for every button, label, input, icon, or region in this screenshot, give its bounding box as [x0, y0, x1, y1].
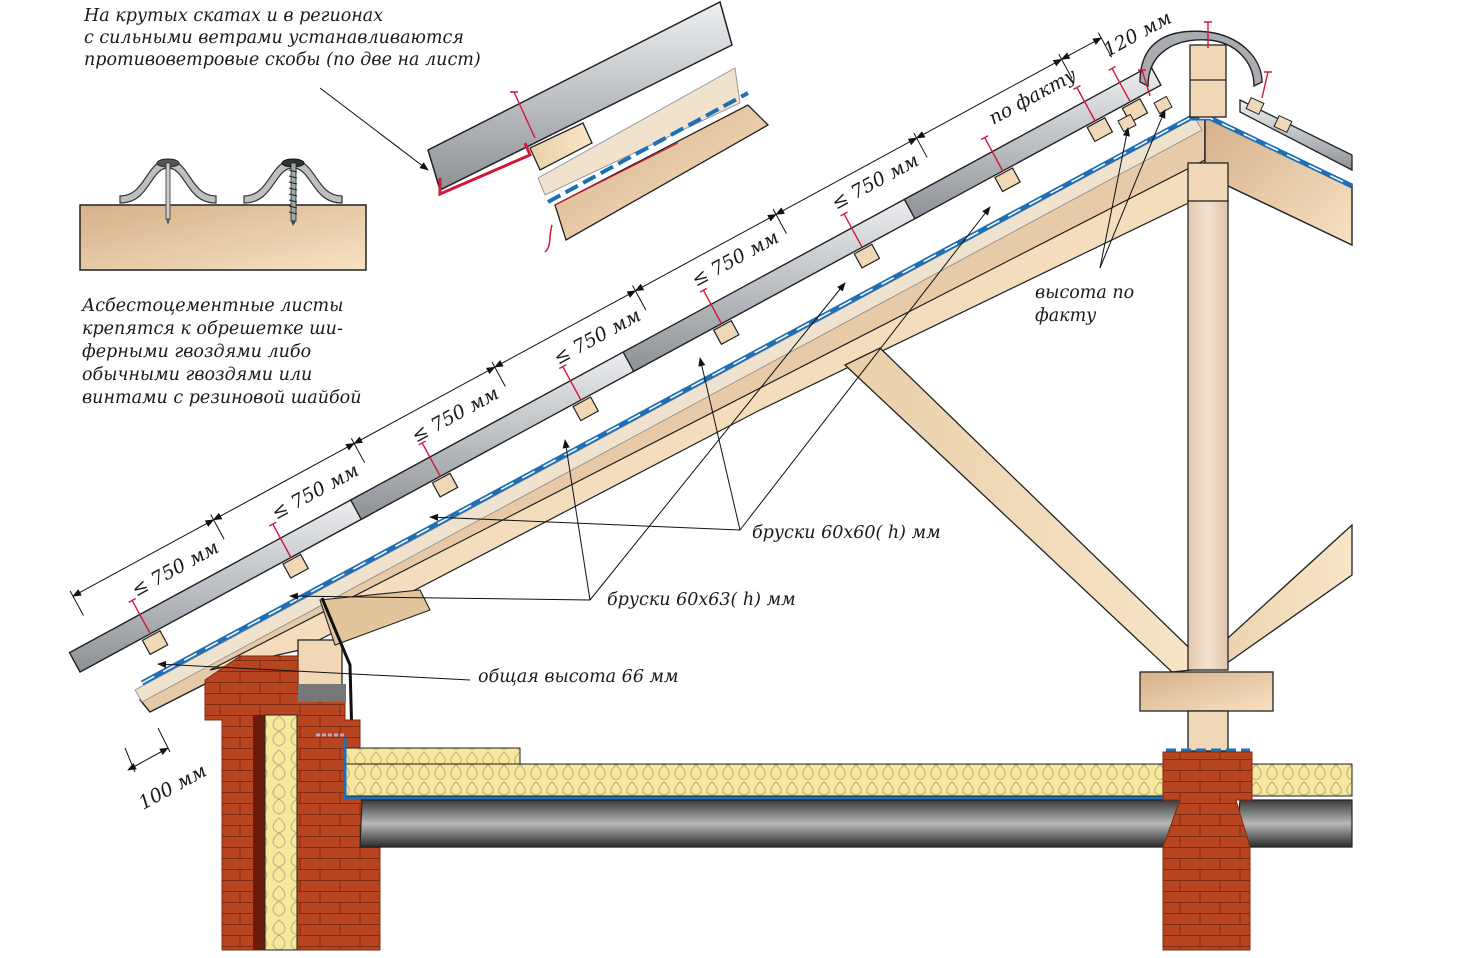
dimension-segment	[494, 290, 637, 368]
nail-mark	[1111, 68, 1131, 103]
dimension-overhang	[127, 747, 169, 771]
sheet-wave-1	[119, 159, 217, 204]
ridge-batten-right-2	[1273, 114, 1293, 134]
nail-mark	[562, 366, 582, 401]
ridge-batten-left-2	[1153, 95, 1173, 115]
king-post	[1187, 199, 1229, 671]
vapor-barrier	[343, 738, 1163, 800]
fascia-strap	[320, 597, 354, 741]
dimension-tick	[913, 132, 928, 158]
inset-nail-mark	[510, 91, 536, 139]
batten	[141, 629, 169, 656]
inset-membrane	[547, 91, 749, 204]
callout-total-height: общая высота 66 мм	[478, 667, 679, 687]
inset-sheet	[427, 0, 733, 192]
tie-beam	[1139, 671, 1274, 712]
callout-battens-60x63: бруски 60х63( h) мм	[607, 590, 796, 610]
membrane-dashes	[141, 117, 1353, 684]
insulation-top-layer	[344, 747, 521, 765]
dimension-tick	[1097, 32, 1113, 58]
dimension-tick	[632, 285, 647, 311]
inset-batten-board	[537, 67, 741, 196]
batten	[712, 319, 740, 346]
dimension-tick	[772, 208, 787, 235]
note-fastening: Асбестоцементные листы крепятся к обреше…	[82, 296, 362, 408]
dimension-tick	[1058, 53, 1073, 79]
callout-battens-60x60: бруски 60х60( h) мм	[752, 523, 941, 543]
ridge-batten-right-1	[1245, 96, 1265, 116]
dimension-tick	[350, 437, 366, 464]
dimension-segment	[72, 519, 215, 597]
dimension-segment	[634, 214, 777, 292]
inset-batten	[529, 122, 593, 171]
batten	[572, 396, 600, 422]
leader-lines	[157, 109, 1166, 681]
king-post-top	[1187, 162, 1229, 202]
fastener-detail	[79, 158, 367, 271]
nail-mark	[984, 137, 1004, 172]
nail-icon	[156, 158, 180, 225]
ridge	[1117, 21, 1353, 172]
wall-insulation	[264, 714, 298, 951]
board	[79, 204, 367, 271]
wind-clip-inset	[319, 0, 770, 253]
dimension-segment	[775, 137, 918, 215]
dimension-lines	[69, 32, 1113, 773]
nail-mark	[272, 523, 292, 558]
inset-drip	[544, 224, 553, 253]
roof-structure	[134, 113, 1354, 752]
note-ridge-height: высота по факту	[1035, 283, 1135, 326]
batten	[431, 472, 459, 498]
floor-slab-right	[1235, 799, 1353, 848]
truss-brace-left	[843, 347, 1212, 673]
dimension-segment	[212, 443, 355, 521]
screw-icon	[281, 158, 305, 226]
inset-rafter	[554, 104, 770, 241]
batten	[282, 553, 310, 579]
batten	[994, 167, 1021, 193]
insulation-main	[344, 763, 1164, 797]
batten	[853, 243, 881, 269]
nail-mark	[421, 442, 441, 477]
sheet-wave-2	[243, 159, 343, 204]
dimension-segment	[915, 58, 1063, 139]
eave-board	[319, 589, 431, 646]
dimension-tick	[69, 590, 84, 616]
wall-and-floor	[204, 655, 1353, 951]
wall-plate	[297, 639, 343, 686]
nail-mark	[1076, 87, 1096, 122]
rafter-underside	[209, 159, 1206, 671]
ridge-block	[1189, 44, 1227, 118]
leader-wind-clip	[319, 87, 429, 171]
dimension-segment	[1060, 37, 1102, 60]
nail-mark	[131, 600, 151, 635]
brick-pier	[1162, 751, 1253, 951]
dimension-segment	[353, 366, 496, 444]
note-wind-clips: На крутых скатах и в регионах с сильными…	[84, 6, 481, 70]
batten	[1086, 117, 1114, 143]
dimension-tick	[210, 514, 225, 540]
sheet-right	[1239, 98, 1353, 172]
ridge-cap	[1139, 30, 1263, 88]
insulation-right	[1251, 763, 1353, 797]
wall-plate-membrane	[298, 684, 346, 702]
counter-batten	[134, 117, 1203, 703]
wind-clip-icon	[438, 142, 532, 197]
post-base	[1187, 710, 1229, 752]
floor-slab	[359, 799, 1181, 848]
dimension-tick	[491, 361, 506, 387]
wall-cavity	[253, 715, 265, 950]
nail-mark	[702, 289, 723, 325]
nail-mark	[843, 213, 863, 248]
